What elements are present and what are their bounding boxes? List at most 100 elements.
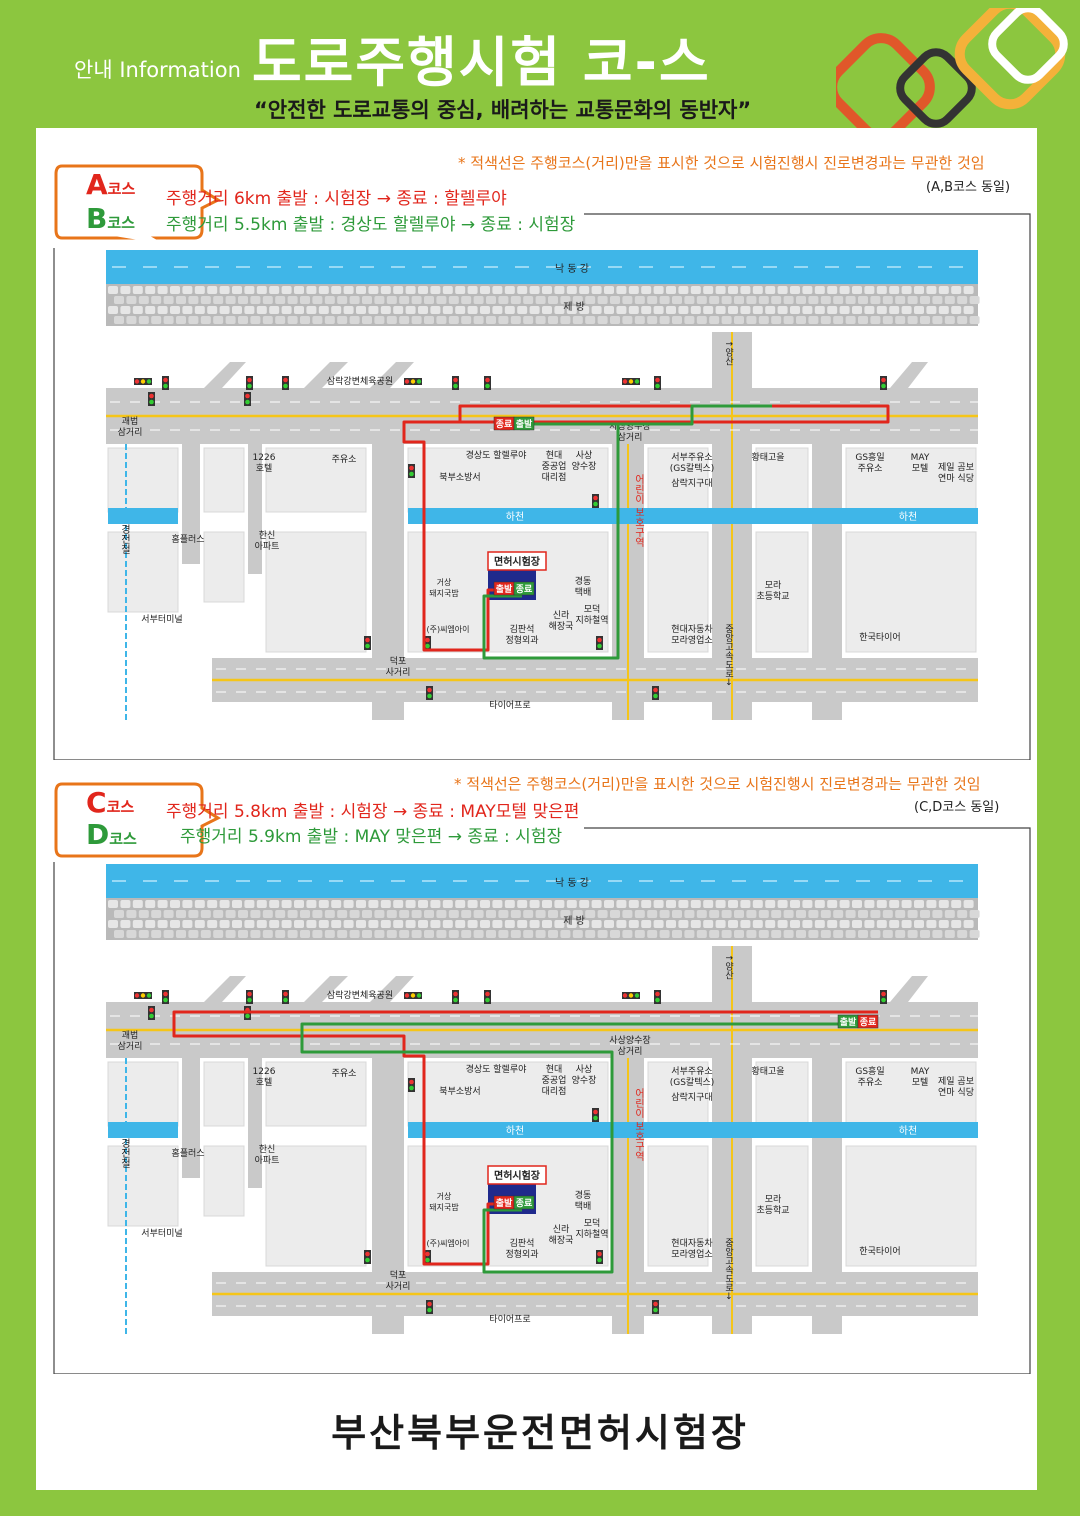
course-a-suffix: 코스	[107, 180, 136, 198]
embankment-stone	[610, 316, 620, 324]
embankment-stone	[145, 306, 156, 314]
embankment-stone	[833, 930, 844, 938]
embankment-stone	[188, 910, 199, 918]
embankment-stone	[690, 286, 701, 294]
road-v-4	[812, 388, 842, 720]
course-b-letter: B	[86, 202, 108, 235]
stream	[408, 1122, 978, 1138]
embankment-stone	[752, 286, 763, 294]
embankment-stone	[858, 316, 868, 324]
embankment-stone	[628, 286, 639, 294]
embankment-stone	[839, 306, 850, 314]
embankment-stone	[473, 930, 484, 938]
embankment-stone	[728, 900, 738, 908]
embankment-stone	[765, 920, 776, 928]
embankment-stone	[157, 306, 168, 314]
embankment-stone	[684, 296, 695, 304]
traffic-light-icon	[404, 378, 422, 385]
embankment-stone	[411, 930, 422, 938]
traffic-light-icon	[592, 1108, 599, 1122]
embankment-stone	[200, 910, 211, 918]
embankment-stone	[957, 910, 968, 918]
embankment-stone	[151, 930, 162, 938]
embankment-stone	[498, 296, 509, 304]
embankment-stone	[752, 900, 763, 908]
embankment-stone	[820, 296, 831, 304]
embankment-stone	[889, 920, 900, 928]
traffic-light-icon	[134, 992, 152, 999]
embankment-stone	[157, 900, 168, 908]
hankook-label: 한국타이어	[859, 1246, 900, 1257]
embankment-stone	[808, 316, 819, 324]
embankment-stone	[659, 930, 670, 938]
course-c-badge: C코스	[86, 786, 134, 819]
hwangtae-label: 황태고을	[751, 452, 784, 463]
embankment-stone	[262, 316, 273, 324]
embankment-stone	[486, 910, 496, 918]
embankment-stone	[442, 306, 453, 314]
embankment-stone	[715, 900, 726, 908]
test-center-label: 면허시험장	[494, 1169, 541, 1182]
course-ab-end-tag-center: 종료	[516, 584, 533, 595]
embankment-stone	[653, 286, 664, 294]
embankment-stone	[108, 920, 118, 928]
embankment-stone	[504, 900, 515, 908]
embankment-stone	[895, 316, 906, 324]
embankment-stone	[356, 920, 366, 928]
embankment-stone	[356, 306, 366, 314]
embankment-stone	[523, 910, 534, 918]
embankment-stone	[870, 316, 881, 324]
embankment-stone	[356, 286, 366, 294]
traffic-light-icon	[654, 376, 661, 390]
embankment-stone	[616, 286, 627, 294]
traffic-light-icon	[880, 376, 887, 390]
embankment-stone	[529, 900, 540, 908]
embankment-stone	[622, 296, 633, 304]
embankment-stone	[473, 296, 484, 304]
route-note-ab-sub: (A,B코스 동일)	[926, 180, 1011, 195]
embankment-stone	[839, 920, 850, 928]
embankment-stone	[715, 306, 726, 314]
embankment-stone	[324, 316, 335, 324]
stream-label: 하천	[506, 1124, 524, 1137]
embankment-stone	[448, 910, 459, 918]
embankment-stone	[678, 900, 689, 908]
embankment-stone	[386, 930, 397, 938]
embankment-stone	[300, 930, 310, 938]
embankment-stone	[969, 910, 980, 918]
embankment-stone	[442, 900, 453, 908]
embankment-stone	[678, 920, 689, 928]
embankment-stone	[932, 930, 943, 938]
embankment-stone	[957, 316, 968, 324]
embankment-stone	[331, 286, 342, 294]
embankment-stone	[473, 910, 484, 918]
embankment-stone	[269, 900, 280, 908]
embankment-stone	[566, 306, 577, 314]
city-block	[265, 1061, 367, 1127]
city-block	[203, 447, 245, 513]
embankment-stone	[944, 930, 955, 938]
embankment-stone	[889, 306, 900, 314]
road-v-5	[182, 1058, 200, 1178]
embankment-stone	[659, 910, 670, 918]
embankment-stone	[331, 306, 342, 314]
embankment-stone	[132, 286, 143, 294]
course-ab-end-tag-center-box	[513, 581, 535, 596]
embankment-stone	[604, 900, 614, 908]
embankment-stone	[560, 910, 571, 918]
embankment-stone	[108, 286, 118, 294]
embankment-stone	[163, 930, 174, 938]
embankment-stone	[399, 316, 410, 324]
embankment-stone	[281, 286, 292, 294]
embankment-stone	[920, 930, 930, 938]
traffic-light-icon	[622, 378, 640, 385]
embankment-stone	[876, 286, 887, 294]
traffic-light-icon	[452, 376, 459, 390]
school-zone-label: 어린이 보호구역	[633, 1088, 645, 1162]
ramp-4	[890, 362, 928, 388]
embankment-stone	[938, 306, 949, 314]
traffic-light-icon	[652, 1300, 659, 1314]
